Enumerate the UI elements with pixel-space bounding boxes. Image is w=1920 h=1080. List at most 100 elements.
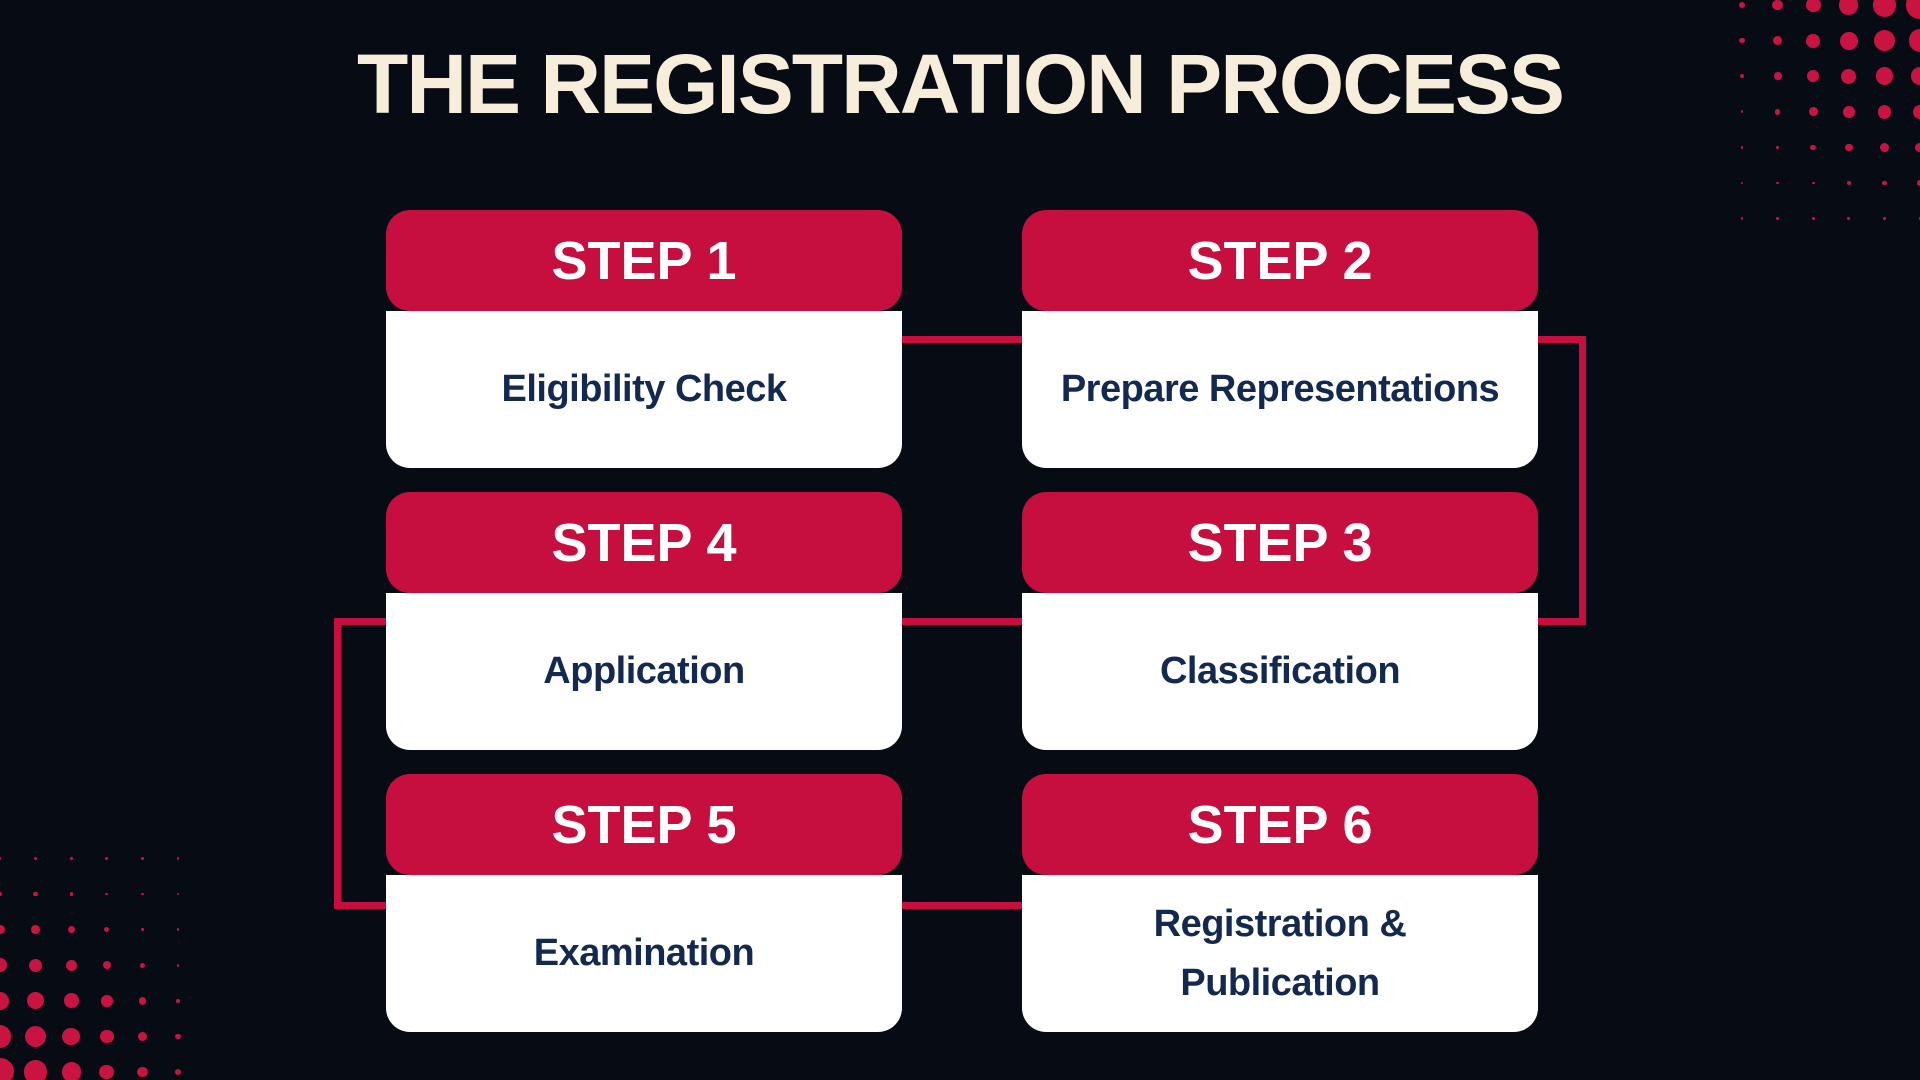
halftone-dot [1739, 2, 1745, 8]
halftone-dot [0, 991, 10, 1010]
step-card-3: STEP 3 Classification [1022, 492, 1538, 750]
halftone-dot [31, 925, 40, 934]
halftone-dot [1740, 146, 1744, 149]
halftone-dot [1740, 217, 1744, 220]
halftone-dot [1846, 181, 1851, 185]
step-5-body: Examination [386, 875, 902, 1032]
halftone-dot [0, 1025, 12, 1048]
page-title: THE REGISTRATION PROCESS [357, 37, 1565, 131]
step-1-label: STEP 1 [551, 230, 737, 291]
step-card-1: STEP 1 Eligibility Check [386, 210, 902, 468]
halftone-dot [0, 857, 2, 860]
halftone-dot [141, 857, 144, 860]
halftone-dot [1906, 0, 1920, 19]
halftone-dot [1805, 0, 1821, 13]
halftone-dot [29, 958, 43, 972]
step-6-body: Registration & Publication [1022, 875, 1538, 1032]
halftone-dot [1776, 181, 1779, 185]
step-3-body: Classification [1022, 593, 1538, 750]
step-1-body: Eligibility Check [386, 311, 902, 468]
step-5-label: STEP 5 [551, 794, 737, 855]
step-6-description: Registration & Publication [1153, 902, 1407, 1004]
step-3-header: STEP 3 [1022, 492, 1538, 593]
halftone-dot [175, 1033, 181, 1040]
halftone-dot [1839, 0, 1859, 15]
step-2-body: Prepare Representations [1022, 311, 1538, 468]
halftone-dot [34, 857, 37, 860]
halftone-dot [1740, 181, 1744, 185]
step-6-header: STEP 6 [1022, 774, 1538, 875]
halftone-dot [23, 1060, 48, 1080]
halftone-dot [1776, 146, 1779, 149]
step-4-header: STEP 4 [386, 492, 902, 593]
halftone-dot [139, 962, 146, 968]
halftone-dot [102, 960, 112, 970]
step-5-header: STEP 5 [386, 774, 902, 875]
halftone-dot [141, 892, 144, 896]
halftone-dot [0, 891, 3, 897]
step-4-body: Application [386, 593, 902, 750]
halftone-dot [1776, 217, 1779, 220]
halftone-dot [101, 995, 113, 1007]
halftone-dot [69, 892, 73, 896]
halftone-dot [1872, 0, 1897, 17]
halftone-dot [176, 892, 180, 896]
step-4-label: STEP 4 [551, 512, 737, 573]
halftone-dot [63, 993, 79, 1009]
halftone-dot [105, 892, 109, 896]
step-card-4: STEP 4 Application [386, 492, 902, 750]
halftone-dot [67, 925, 75, 934]
halftone-dot [1915, 142, 1920, 153]
halftone-dot [176, 963, 180, 967]
halftone-dot [1879, 142, 1889, 152]
halftone-dot [138, 996, 147, 1005]
halftone-dot [104, 927, 110, 933]
halftone-dot [99, 1064, 115, 1080]
step-4-description: Application [543, 650, 745, 693]
connector-step1-step2 [902, 336, 1022, 343]
halftone-dot [0, 924, 5, 935]
step-1-header: STEP 1 [386, 210, 902, 311]
halftone-dot [176, 928, 180, 931]
halftone-dot [175, 1069, 181, 1075]
step-3-description: Classification [1159, 650, 1401, 693]
step-6-label: STEP 6 [1187, 794, 1373, 855]
halftone-dot [1881, 180, 1887, 186]
halftone-dot [99, 1029, 114, 1044]
step-2-label: STEP 2 [1187, 230, 1373, 291]
halftone-dot [176, 998, 180, 1003]
halftone-dot [137, 1066, 148, 1078]
step-card-2: STEP 2 Prepare Representations [1022, 210, 1538, 468]
halftone-dot [1847, 217, 1851, 220]
halftone-dot [1810, 144, 1816, 151]
halftone-dot [137, 1031, 148, 1042]
halftone-dot [176, 857, 180, 860]
halftone-dot [61, 1062, 81, 1080]
halftone-dot [1811, 181, 1815, 185]
step-card-6: STEP 6 Registration & Publication [1022, 774, 1538, 1032]
connector-step5-step6 [902, 902, 1022, 909]
halftone-dot [26, 992, 45, 1010]
halftone-dot [69, 857, 73, 860]
step-1-description: Eligibility Check [501, 368, 787, 411]
halftone-dot [1883, 217, 1886, 220]
halftone-dot [105, 857, 109, 860]
halftone-dot [25, 1025, 47, 1047]
halftone-dot [141, 928, 144, 931]
halftone-dot [1844, 143, 1853, 152]
connector-step3-step4 [902, 618, 1022, 625]
halftone-dot [62, 1027, 81, 1046]
step-card-5: STEP 5 Examination [386, 774, 902, 1032]
connector-step4-step5 [334, 618, 386, 909]
step-2-description: Prepare Representations [1060, 368, 1500, 411]
halftone-dot [1811, 217, 1815, 220]
halftone-dot [1772, 0, 1783, 11]
connector-step2-step3 [1538, 336, 1586, 625]
halftone-dot [0, 958, 7, 973]
step-5-description: Examination [533, 932, 755, 975]
step-2-header: STEP 2 [1022, 210, 1538, 311]
step-3-label: STEP 3 [1187, 512, 1373, 573]
